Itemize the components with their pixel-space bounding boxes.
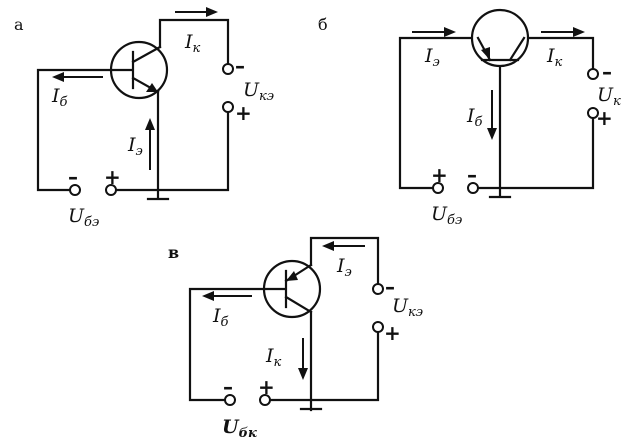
panel-b-emitter-arrowhead	[481, 47, 490, 60]
panel-a-base-wire	[36, 68, 115, 192]
panel-b: б Iэ Iк Iб Uк Uбэ – + +	[318, 8, 621, 228]
panel-a-ie-arrow	[145, 118, 155, 170]
panel-b-uk-plus-terminal	[587, 107, 599, 119]
panel-c-ik-arrow	[298, 338, 308, 380]
panel-b-ube-minus-terminal	[467, 182, 479, 194]
panel-a-uke-minus-terminal	[222, 63, 234, 75]
panel-b-transistor	[470, 8, 530, 68]
panel-b-ib-label: Iб	[466, 105, 483, 130]
panel-c-ubk-minus-sign: –	[223, 375, 233, 399]
panel-c-emitter-arrowhead	[286, 271, 298, 281]
panel-a-ube-plus-terminal	[105, 184, 117, 196]
panel-b-uk-minus-sign: –	[602, 60, 612, 84]
panel-c-uke-plus-sign: +	[384, 321, 401, 345]
panel-c-ubk-label: Uбк	[222, 416, 257, 441]
panel-c-ubk-plus-terminal	[259, 394, 271, 406]
panel-a-transistor	[109, 40, 169, 100]
panel-c-uke-minus-sign: –	[385, 275, 395, 299]
panel-c-ie-label: Iэ	[336, 255, 352, 280]
panel-c-uke-plus-terminal	[372, 321, 384, 333]
panel-b-uk-minus-terminal	[587, 68, 599, 80]
panel-a-uke-label: Uкэ	[243, 79, 274, 104]
panel-a-ube-label: Uбэ	[68, 205, 99, 230]
panel-b-ie-arrow	[412, 27, 456, 37]
panel-a-collector-wire	[158, 18, 230, 66]
panel-c-ib-label: Iб	[212, 305, 229, 330]
panel-b-ube-minus-sign: –	[467, 163, 477, 187]
panel-c-ubk-plus-sign: +	[258, 375, 275, 399]
panel-a: а Iк Iб Iэ Uкэ Uбэ – + –	[14, 7, 274, 230]
panel-a-ik-arrow	[175, 7, 218, 17]
panel-a-emitter-arrowhead	[146, 83, 158, 92]
panel-b-letter: б	[318, 15, 328, 34]
panel-b-collector-wire	[522, 36, 595, 71]
panel-c-base-wire	[188, 287, 268, 402]
panel-a-ube-minus-terminal	[69, 184, 81, 196]
panel-a-uke-minus-sign: –	[235, 54, 245, 78]
panel-a-ground-bus	[113, 110, 230, 192]
panel-a-ie-label: Iэ	[127, 134, 143, 159]
panel-c-ground-bus	[268, 330, 380, 402]
panel-a-ib-label: Iб	[51, 85, 68, 110]
panel-a-letter: а	[14, 15, 24, 34]
panel-b-uk-label: Uк	[597, 84, 621, 109]
panel-a-ik-label: Iк	[184, 31, 201, 56]
panel-c-emitter-wire	[309, 236, 380, 286]
panel-c-uke-label: Uкэ	[392, 295, 423, 320]
panel-b-ube-plus-sign: +	[431, 163, 448, 187]
panel-b-ie-label: Iэ	[424, 45, 440, 70]
panel-b-ik-label: Iк	[546, 45, 563, 70]
panel-b-ib-arrow	[487, 90, 497, 140]
panel-a-uke-plus-sign: +	[235, 101, 252, 125]
panel-a-uke-plus-terminal	[222, 101, 234, 113]
panel-b-ground-bus	[476, 116, 595, 190]
panel-c-ik-label: Iк	[265, 345, 282, 370]
panel-c-transistor	[262, 259, 322, 319]
panel-a-ube-plus-sign: +	[104, 165, 121, 189]
panel-c-ie-arrow	[322, 241, 365, 251]
panel-a-transistor-base	[111, 45, 162, 94]
panel-c-transistor-base	[264, 263, 313, 314]
panel-a-ube-minus-sign: –	[68, 165, 78, 189]
panel-b-emitter-wire	[398, 36, 480, 190]
panel-a-ib-arrow	[52, 72, 103, 82]
panel-c-letter: в	[168, 243, 179, 262]
panel-c-uke-minus-terminal	[372, 283, 384, 295]
panel-c-ib-arrow	[202, 291, 252, 301]
panel-b-ube-plus-terminal	[432, 182, 444, 194]
panel-b-ube-label: Uбэ	[431, 203, 462, 228]
panel-b-uk-plus-sign: +	[596, 106, 613, 130]
panel-b-ik-arrow	[541, 27, 585, 37]
panel-c-ubk-minus-terminal	[224, 394, 236, 406]
panel-c: в Iэ Iб Iк Uкэ Uбк – + –	[168, 236, 423, 441]
